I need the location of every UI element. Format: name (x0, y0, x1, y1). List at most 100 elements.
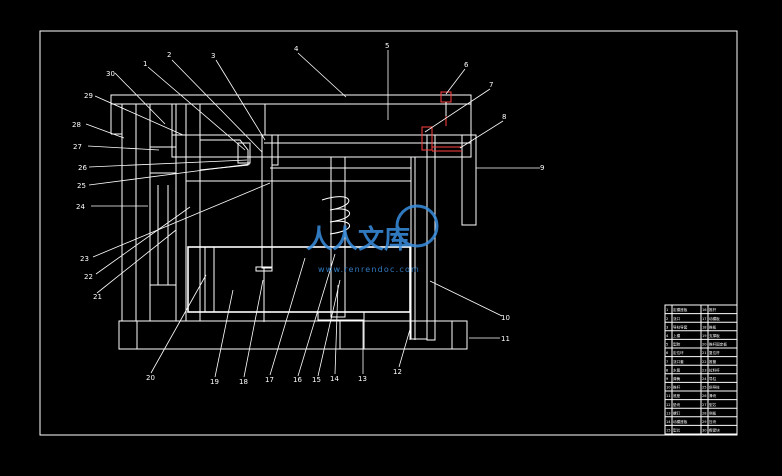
parts-table-name: 螺钉 (673, 410, 681, 415)
parts-table-number: 16 (702, 308, 707, 312)
parts-table-number: 8 (666, 368, 669, 372)
parts-table-number: 7 (666, 360, 668, 364)
parts-table-name: 型芯 (709, 402, 717, 407)
callout-20: 20 (146, 374, 155, 382)
parts-table-number: 29 (702, 420, 707, 424)
callout-22: 22 (84, 273, 93, 281)
parts-table-number: 22 (702, 360, 707, 364)
callout-1: 1 (143, 60, 147, 68)
parts-table-name: 推杆固定板 (709, 342, 727, 347)
parts-table-name: 楔紧块 (709, 428, 720, 433)
watermark-text: 人人文库 (306, 224, 410, 255)
parts-table-name: 动模座板 (673, 419, 688, 424)
parts-table-number: 3 (666, 325, 668, 329)
parts-table-number: 13 (666, 411, 671, 415)
callout-14: 14 (330, 375, 339, 383)
parts-table-name: 复位杆 (709, 350, 720, 355)
parts-table-number: 5 (666, 343, 668, 347)
parts-table-number: 18 (702, 325, 707, 329)
parts-table-name: 底座 (673, 393, 681, 398)
parts-table-name: 定位环 (673, 350, 684, 355)
parts-table-number: 21 (702, 351, 707, 355)
parts-table-name: 滑块 (709, 393, 717, 398)
callout-23: 23 (80, 255, 89, 263)
watermark-url: www.renrendoc.com (318, 265, 420, 274)
parts-table-name: 支撑板 (709, 333, 720, 338)
callout-26: 26 (78, 164, 87, 172)
parts-table-number: 11 (666, 394, 671, 398)
callout-8: 8 (502, 113, 506, 121)
callout-17: 17 (265, 376, 274, 384)
parts-table-name: 浇口 (673, 316, 681, 321)
callout-21: 21 (93, 293, 102, 301)
parts-table-number: 19 (702, 334, 707, 338)
parts-table-name: 型芯 (673, 428, 681, 433)
parts-table-number: 26 (702, 394, 707, 398)
callout-2: 2 (167, 51, 171, 59)
parts-table-number: 12 (666, 403, 671, 407)
parts-table-number: 9 (666, 377, 669, 381)
parts-table-number: 4 (666, 334, 669, 338)
parts-table-name: 拉料杆 (709, 367, 720, 372)
parts-table-name: 侧板 (709, 410, 717, 415)
callout-7: 7 (489, 81, 493, 89)
parts-table-number: 10 (666, 386, 671, 390)
parts-table-name: 推板 (709, 324, 717, 329)
parts-table-number: 28 (702, 411, 707, 415)
parts-table-name: 水管 (673, 367, 681, 372)
parts-table-name: 弹簧 (673, 376, 681, 381)
parts-table-name: 型腔 (673, 342, 681, 347)
parts-table-number: 25 (702, 386, 707, 390)
callout-10: 10 (501, 314, 510, 322)
assembly-geometry (110, 91, 477, 350)
callout-11: 11 (501, 335, 510, 343)
parts-table-number: 15 (666, 429, 671, 433)
parts-table-number: 17 (702, 317, 707, 321)
callout-28: 28 (72, 121, 81, 129)
callout-25: 25 (77, 182, 86, 190)
parts-table-number: 2 (666, 317, 668, 321)
callout-6: 6 (464, 61, 469, 69)
watermark: 人人文库 www.renrendoc.com (306, 204, 439, 274)
parts-table-name: 导柱导套 (673, 324, 688, 329)
parts-table-number: 24 (702, 377, 707, 381)
drawing-border (39, 30, 738, 436)
parts-table-name: 斜导柱 (709, 385, 720, 390)
callout-19: 19 (210, 378, 219, 386)
parts-table-number: 6 (666, 351, 669, 355)
parts-table-name: 压块 (709, 419, 717, 424)
callout-12: 12 (393, 368, 402, 376)
callout-5: 5 (385, 42, 389, 50)
callout-labels: 1 2 3 4 5 6 7 8 9 10 11 12 13 14 15 16 1… (72, 42, 544, 386)
parts-table-number: 23 (702, 368, 707, 372)
parts-table-number: 14 (666, 420, 671, 424)
parts-table-name: 动模板 (709, 316, 720, 321)
callout-30: 30 (106, 70, 115, 78)
callout-29: 29 (84, 92, 93, 100)
callout-16: 16 (293, 376, 302, 384)
parts-table-name: 浇口套 (673, 359, 684, 364)
callout-13: 13 (358, 375, 367, 383)
callout-3: 3 (211, 52, 215, 60)
parts-table-name: 推杆 (673, 385, 681, 390)
parts-table-name: 上模 (673, 333, 681, 338)
parts-table-name: 导柱 (709, 376, 717, 381)
parts-table-name: 推杆 (709, 307, 717, 312)
leader-lines (85, 50, 540, 378)
parts-table-number: 27 (702, 403, 707, 407)
parts-table-number: 20 (702, 343, 707, 347)
callout-4: 4 (294, 45, 299, 53)
parts-table-name: 定模座板 (673, 307, 688, 312)
parts-table-number: 30 (702, 429, 707, 433)
parts-table-name: 推管 (709, 359, 717, 364)
callout-18: 18 (239, 378, 248, 386)
callout-27: 27 (73, 143, 82, 151)
callout-15: 15 (312, 376, 321, 384)
callout-9: 9 (540, 164, 544, 172)
callout-24: 24 (76, 203, 85, 211)
parts-table-name: 垫块 (673, 402, 681, 407)
watermark-logo-icon (395, 204, 439, 248)
parts-table-number: 1 (666, 308, 668, 312)
